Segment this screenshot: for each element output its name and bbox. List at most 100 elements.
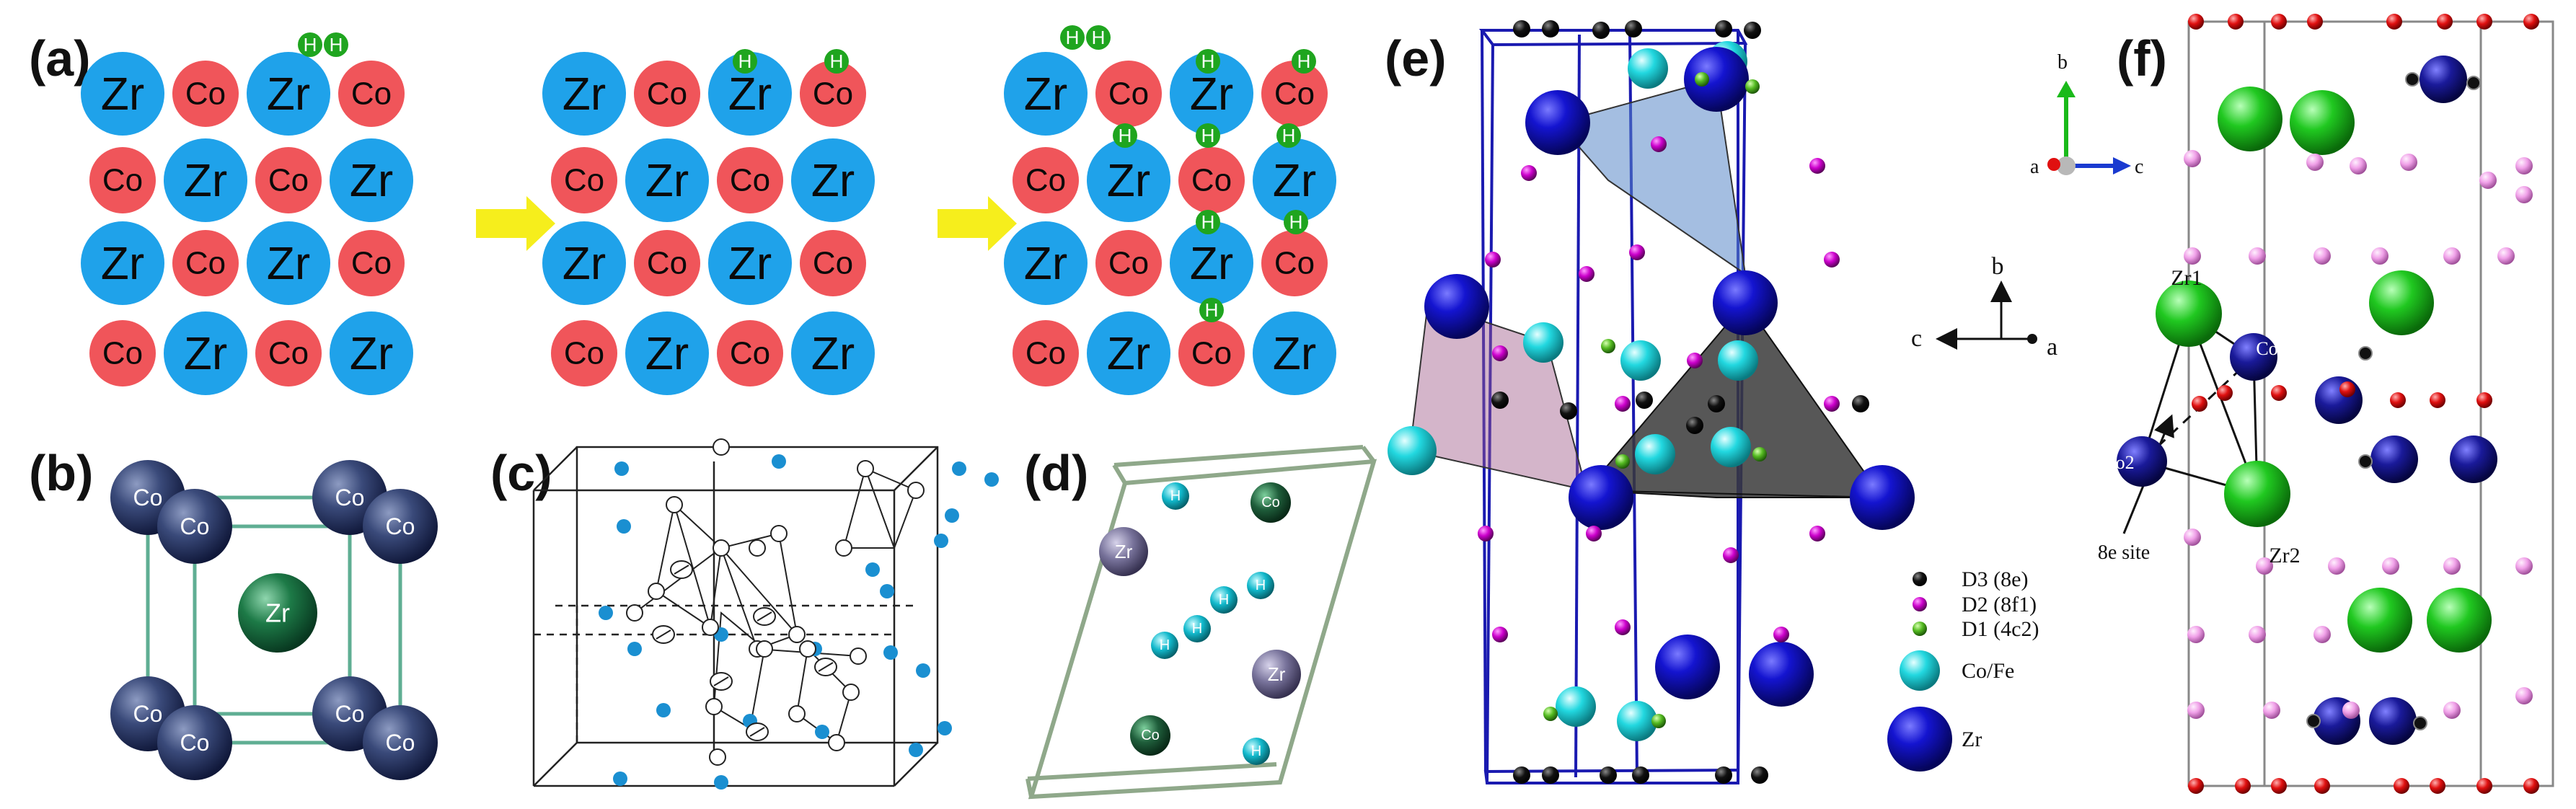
co-atom-label: Co (133, 485, 163, 510)
d1-site (1752, 447, 1767, 461)
legend-item: Zr (1887, 707, 1982, 772)
co-atom-f (2450, 436, 2497, 483)
co-atom-label: Co (730, 163, 770, 198)
red-site (2307, 14, 2323, 30)
co-atom-label: Co (813, 246, 853, 281)
zr-atom-label: Zr (1024, 68, 1067, 120)
co-atom: Co (172, 61, 239, 127)
red-site (2192, 396, 2207, 412)
empty-site (828, 734, 845, 751)
d3-site (1632, 766, 1649, 784)
axis-a-label-f: a (2030, 156, 2039, 178)
d3-site (1560, 402, 1577, 420)
zr-atom-label: Zr (267, 237, 310, 289)
d3-site (1751, 766, 1768, 784)
co-atom: Co (1178, 147, 1245, 213)
red-site (2235, 778, 2251, 794)
pink-site (2187, 702, 2205, 719)
panel-d-label: (d) (1024, 445, 1088, 501)
co-atom: Co (551, 147, 617, 213)
co-atom-f (2370, 436, 2418, 483)
h-atom-label: H (1205, 299, 1219, 321)
panel-f-label: (f) (2117, 30, 2167, 87)
legend-item: D1 (4c2) (1913, 617, 2039, 641)
pink-site (2400, 154, 2417, 171)
red-site (2523, 14, 2539, 30)
d2-site (1579, 266, 1594, 282)
d2-site (1521, 165, 1537, 181)
co-atom-f (2315, 376, 2363, 424)
co-atom-label: Co (1025, 163, 1066, 198)
empty-site (788, 705, 806, 722)
h-atom-label: H (1160, 637, 1170, 653)
zr-atom-label: Zr (265, 598, 290, 628)
red-site (2228, 14, 2244, 30)
h-atom: H (1060, 25, 1085, 50)
panel-e-label: (e) (1385, 30, 1447, 87)
zr1-atom (2156, 280, 2222, 347)
zr-atom: Zr (708, 221, 792, 305)
co-atom: Co (717, 320, 783, 386)
h-atom-label: H (1066, 27, 1080, 48)
zr-atom-f (2427, 588, 2492, 653)
pink-site (2497, 247, 2515, 265)
pink-site (2313, 626, 2331, 643)
zr-atom: Zr (247, 52, 330, 136)
hatched-site (746, 722, 769, 741)
legend-swatch (1913, 622, 1927, 636)
co-atom: Co (551, 320, 617, 386)
zr-atom-label: Zr (350, 327, 393, 379)
red-site (2437, 14, 2453, 30)
site-dot (599, 606, 613, 620)
co-atom-label: Co (647, 246, 687, 281)
empty-site (842, 684, 860, 701)
zr2-label: Zr2 (2269, 544, 2300, 567)
panel-b-label: (b) (29, 445, 93, 501)
h-atom-label: H (1256, 578, 1266, 593)
site-dot (614, 461, 629, 476)
h-atom: H (1243, 738, 1270, 765)
d3-site (1708, 395, 1725, 412)
red-site (2217, 385, 2233, 401)
arrow-right-1 (476, 196, 555, 251)
d3-site (1542, 766, 1559, 784)
zr-atom: Zr (1253, 311, 1336, 395)
co1-atom (2230, 333, 2277, 381)
co-atom-label: Co (647, 76, 687, 112)
d1-site (1695, 72, 1709, 87)
site-dot (865, 562, 880, 577)
red-site (2188, 14, 2204, 30)
legend-label: Zr (1962, 728, 1982, 751)
co-atom-label: Co (1141, 728, 1160, 743)
site-dot (909, 743, 923, 757)
empty-site (835, 539, 852, 557)
co-atom: Co (1013, 320, 1079, 386)
co-atom: Co (1250, 482, 1291, 523)
empty-site (857, 460, 874, 477)
co-atom-label: Co (335, 485, 365, 510)
co2-label: Co2 (2103, 452, 2134, 473)
co-atom-label: Co (730, 336, 770, 371)
zr-atom (1569, 465, 1633, 530)
co-atom: Co (1095, 61, 1162, 127)
pink-site (2342, 702, 2360, 719)
empty-site (713, 539, 730, 557)
d2-site (1586, 526, 1602, 541)
red-site (2271, 14, 2287, 30)
zr-atom: Zr (247, 221, 330, 305)
d2-site (1824, 396, 1840, 412)
co-atom: Co (89, 147, 156, 213)
empty-site (709, 748, 726, 766)
d2-site (1809, 526, 1825, 541)
zr-atom-f (2218, 87, 2282, 151)
red-site (2271, 385, 2287, 401)
pink-site (2263, 702, 2280, 719)
zr-atom: Zr (1004, 221, 1088, 305)
panel-e: (e) b c a D3 (8e)D2 (8f1)D1 (4c2)Co/F (1385, 20, 2057, 784)
site-dot (938, 721, 952, 735)
empty-site (756, 640, 773, 658)
co-atom: Co (363, 489, 438, 564)
hatched-site (670, 560, 693, 579)
co-atom-label: Co (185, 246, 226, 281)
zr2-atom (2224, 461, 2290, 527)
